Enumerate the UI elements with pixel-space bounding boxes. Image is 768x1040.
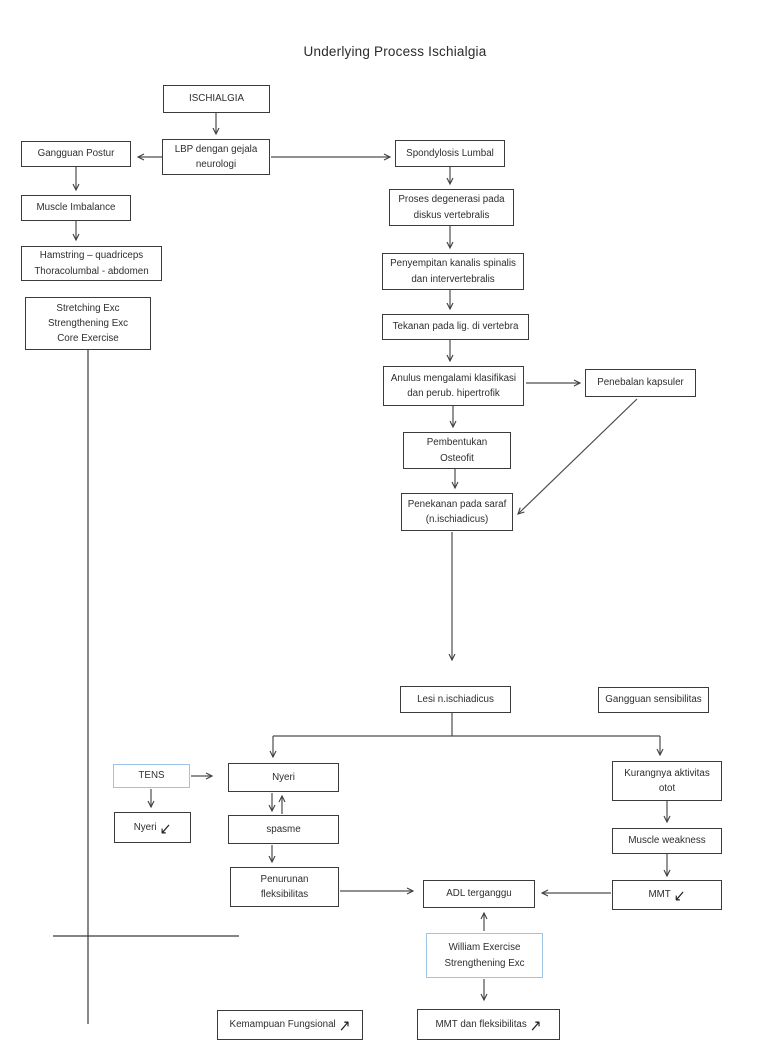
node-label: Stretching Exc Strengthening Exc Core Ex… <box>47 302 129 345</box>
node-label: Pembentukan Osteofit <box>426 437 488 464</box>
node-muscle-imbalance: Muscle Imbalance <box>21 195 131 221</box>
increase-arrow-icon: ↗ <box>529 1015 542 1034</box>
node-nyeri-outcome: Nyeri ↙ <box>114 812 191 843</box>
node-kurangnya-aktivitas: Kurangnya aktivitas otot <box>612 761 722 801</box>
node-penekanan-saraf: Penekanan pada saraf (n.ischiadicus) <box>401 493 513 531</box>
node-pembentukan-osteofit: Pembentukan Osteofit <box>403 432 511 469</box>
node-spasme: spasme <box>228 815 339 844</box>
node-gangguan-postur: Gangguan Postur <box>21 141 131 167</box>
node-gangguan-sensibilitas: Gangguan sensibilitas <box>598 687 709 713</box>
node-label: MMT dan fleksibilitas <box>435 1018 527 1030</box>
increase-arrow-icon: ↗ <box>338 1015 351 1035</box>
node-label: MMT <box>648 889 671 901</box>
node-penebalan-kapsuler: Penebalan kapsuler <box>585 369 696 397</box>
node-label: Penurunan fleksibilitas <box>260 873 309 900</box>
node-label: Anulus mengalami klasifikasi dan perub. … <box>390 372 517 399</box>
node-label: Penekanan pada saraf (n.ischiadicus) <box>407 498 507 525</box>
node-proses-degenerasi: Proses degenerasi pada diskus vertebrali… <box>389 189 514 226</box>
decrease-arrow-icon: ↙ <box>673 885 686 905</box>
node-label: Gangguan sensibilitas <box>605 694 702 706</box>
decrease-arrow-icon: ↙ <box>159 818 172 837</box>
node-label: Proses degenerasi pada diskus vertebrali… <box>398 194 505 221</box>
node-label: Nyeri <box>133 821 157 833</box>
node-label: Hamstring – quadriceps Thoracolumbal - a… <box>34 250 149 277</box>
node-label: Kemampuan Fungsional <box>229 1019 336 1031</box>
node-label: Nyeri <box>272 771 295 783</box>
node-label: Kurangnya aktivitas otot <box>624 767 710 794</box>
node-label: Penebalan kapsuler <box>597 377 684 389</box>
node-label: Spondylosis Lumbal <box>406 147 494 159</box>
node-nyeri: Nyeri <box>228 763 339 792</box>
node-label: ISCHIALGIA <box>189 93 244 105</box>
node-ischialgia: ISCHIALGIA <box>163 85 270 113</box>
node-label: ADL terganggu <box>446 888 512 900</box>
node-penurunan-fleksibilitas: Penurunan fleksibilitas <box>230 867 339 907</box>
node-adl-terganggu: ADL terganggu <box>423 880 535 908</box>
node-muscle-weakness: Muscle weakness <box>612 828 722 854</box>
node-label: LBP dengan gejala neurologi <box>174 143 258 170</box>
node-lbp-gejala-neurologi: LBP dengan gejala neurologi <box>162 139 270 175</box>
node-penyempitan-kanalis: Penyempitan kanalis spinalis dan interve… <box>382 253 524 290</box>
node-kemampuan-fungsional: Kemampuan Fungsional ↗ <box>217 1010 363 1040</box>
diagram-title: Underlying Process Ischialgia <box>303 44 487 59</box>
node-label: Penyempitan kanalis spinalis dan interve… <box>390 258 516 285</box>
node-label: spasme <box>266 823 301 835</box>
node-spondylosis-lumbal: Spondylosis Lumbal <box>395 140 505 167</box>
node-label: TENS <box>138 770 165 782</box>
node-stretching-strengthening-core: Stretching Exc Strengthening Exc Core Ex… <box>25 297 151 350</box>
node-label: Tekanan pada lig. di vertebra <box>392 321 519 333</box>
node-anulus-klasifikasi: Anulus mengalami klasifikasi dan perub. … <box>383 366 524 406</box>
node-tens-intervention: TENS <box>113 764 190 788</box>
node-william-exercise: William Exercise Strengthening Exc <box>426 933 543 978</box>
node-label: Muscle weakness <box>628 835 706 847</box>
node-hamstring-thoracolumbal: Hamstring – quadriceps Thoracolumbal - a… <box>21 246 162 281</box>
node-label: William Exercise Strengthening Exc <box>444 942 525 969</box>
node-mmt-outcome: MMT ↙ <box>612 880 722 910</box>
node-label: Lesi n.ischiadicus <box>417 693 494 705</box>
node-label: Gangguan Postur <box>37 148 115 160</box>
node-label: Muscle Imbalance <box>36 202 116 214</box>
node-lesi-ischiadicus: Lesi n.ischiadicus <box>400 686 511 713</box>
node-tekanan-ligamen: Tekanan pada lig. di vertebra <box>382 314 529 340</box>
node-mmt-fleksibilitas: MMT dan fleksibilitas ↗ <box>417 1009 560 1040</box>
